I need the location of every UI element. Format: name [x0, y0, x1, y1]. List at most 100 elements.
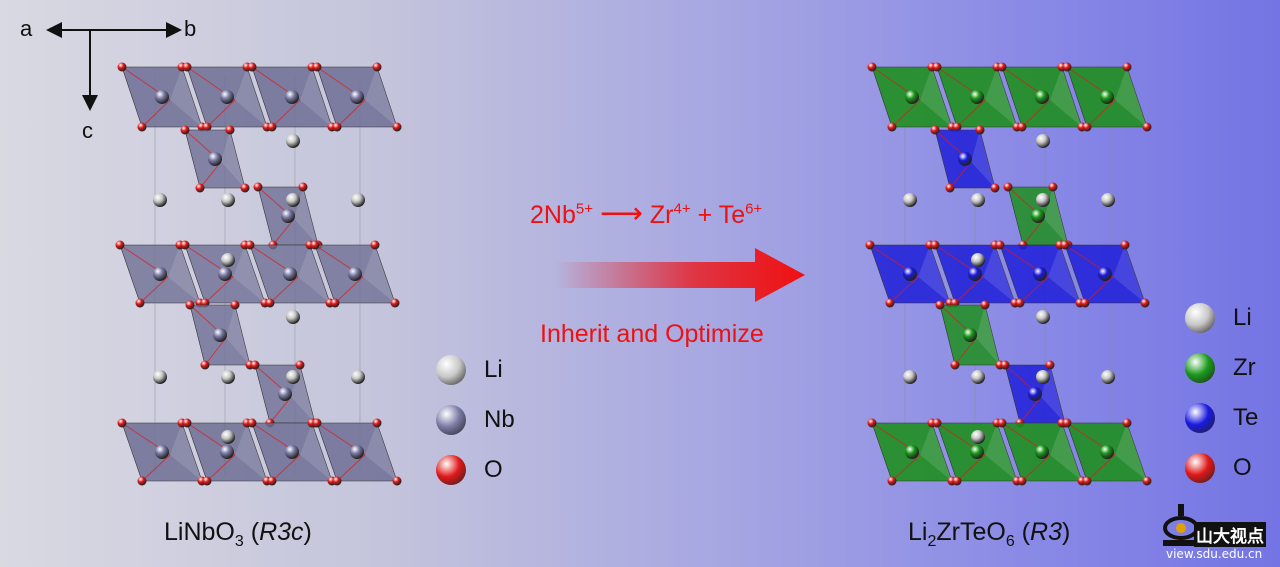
zirconium-atom: [905, 445, 919, 459]
oxygen-atom: [885, 298, 895, 308]
nbo6-octahedron-facet: [363, 245, 395, 303]
nbo6-octahedron-facet: [235, 67, 267, 127]
oxygen-atom: [185, 300, 195, 310]
zro6-octahedron-bond: [956, 454, 986, 482]
oxygen-atom: [117, 62, 127, 72]
oxygen-atom: [932, 62, 942, 72]
oxygen-atom: [1122, 418, 1132, 428]
nbo6-octahedron-bond: [272, 218, 295, 246]
niobium-atom: [208, 152, 222, 166]
oxygen-atom: [1017, 476, 1027, 486]
linbo3-crystal-structure: [115, 62, 402, 486]
tellurium-atom: [958, 152, 972, 166]
niobium-atom: [350, 90, 364, 104]
oxygen-atom: [372, 62, 382, 72]
oxygen-atom: [267, 476, 277, 486]
nbo6-octahedron-bond: [206, 99, 236, 128]
lithium-atom: [221, 370, 235, 384]
nbo6-octahedron-facet: [365, 423, 397, 481]
oxygen-atom: [202, 122, 212, 132]
zro6-octahedron-bond: [1021, 99, 1051, 128]
zirconium-atom: [1031, 209, 1045, 223]
sdu-watermark: 山大视点 view.sdu.edu.cn: [1158, 500, 1278, 565]
oxygen-atom: [1140, 298, 1150, 308]
axis-c-label: c: [82, 118, 93, 143]
oxygen-atom: [945, 183, 955, 193]
linbo3-legend-o: O: [436, 455, 503, 485]
oxygen-atom: [1120, 240, 1130, 250]
nbo6-octahedron-bond: [139, 276, 169, 304]
zro6-octahedron-facet: [920, 67, 952, 127]
oxygen-atom: [1082, 122, 1092, 132]
teo6-octahedron-facet: [918, 245, 950, 303]
niobium-atom: [283, 267, 297, 281]
li2zrteo6-formula: Li2ZrTeO6 (R3): [908, 518, 1071, 550]
lithium-atom: [153, 370, 167, 384]
oxygen-atom: [180, 240, 190, 250]
lithium-atom: [1101, 193, 1115, 207]
o-atom-swatch: [1185, 453, 1215, 483]
lithium-atom: [1101, 370, 1115, 384]
zro6-octahedron-facet: [976, 305, 1000, 365]
zirconium-atom: [970, 445, 984, 459]
transformation-arrow: [555, 248, 805, 302]
niobium-atom: [218, 267, 232, 281]
oxygen-atom: [310, 240, 320, 250]
watermark-name: 山大视点: [1194, 522, 1266, 547]
tellurium-atom: [1028, 387, 1042, 401]
nbo6-octahedron-facet: [233, 245, 265, 303]
oxygen-atom: [135, 298, 145, 308]
oxygen-atom: [392, 476, 402, 486]
oxygen-atom: [332, 122, 342, 132]
zirconium-atom: [1100, 445, 1114, 459]
zro6-octahedron-facet: [1115, 67, 1147, 127]
oxygen-atom: [935, 300, 945, 310]
zro6-octahedron-facet: [1050, 423, 1082, 481]
niobium-atom: [213, 328, 227, 342]
legend-label: O: [1233, 454, 1252, 481]
teo6-octahedron-bond: [954, 276, 984, 304]
legend-label: Zr: [1233, 354, 1256, 381]
oxygen-atom: [1062, 418, 1072, 428]
oxygen-atom: [312, 62, 322, 72]
niobium-atom: [220, 90, 234, 104]
zro6-octahedron-facet: [1115, 423, 1147, 481]
nbo6-octahedron-facet: [170, 67, 202, 127]
legend-label: Li: [1233, 304, 1252, 331]
oxygen-atom: [1048, 182, 1058, 192]
lithium-atom: [286, 310, 300, 324]
oxygen-atom: [997, 62, 1007, 72]
nbo6-octahedron-bond: [336, 454, 366, 482]
legend-label: O: [484, 456, 503, 483]
oxygen-atom: [887, 476, 897, 486]
oxygen-atom: [975, 125, 985, 135]
nbo6-octahedron-facet: [300, 423, 332, 481]
oxygen-atom: [332, 476, 342, 486]
zirconium-atom: [1100, 90, 1114, 104]
zro6-octahedron-bond: [1086, 99, 1116, 128]
legend-label: Te: [1233, 404, 1259, 431]
niobium-atom: [281, 209, 295, 223]
oxygen-atom: [1003, 182, 1013, 192]
linbo3-formula: LiNbO3 (R3c): [164, 518, 312, 550]
oxygen-atom: [950, 360, 960, 370]
oxygen-atom: [1045, 360, 1055, 370]
lithium-atom: [221, 253, 235, 267]
nbo6-octahedron-bond: [141, 99, 171, 128]
lithium-atom: [286, 134, 300, 148]
oxygen-atom: [990, 183, 1000, 193]
oxygen-atom: [267, 122, 277, 132]
zro6-octahedron-bond: [1022, 218, 1045, 246]
oxygen-atom: [180, 125, 190, 135]
li2zrteo6-legend-te: Te: [1185, 403, 1258, 433]
teo6-octahedron-facet: [1113, 245, 1145, 303]
zro6-octahedron-bond: [891, 454, 921, 482]
oxygen-atom: [995, 240, 1005, 250]
oxygen-atom: [117, 418, 127, 428]
tellurium-atom: [1033, 267, 1047, 281]
tellurium-atom: [903, 267, 917, 281]
niobium-atom: [220, 445, 234, 459]
nbo6-octahedron-bond: [269, 396, 292, 424]
watermark-url: view.sdu.edu.cn: [1166, 547, 1263, 561]
niobium-atom: [155, 90, 169, 104]
